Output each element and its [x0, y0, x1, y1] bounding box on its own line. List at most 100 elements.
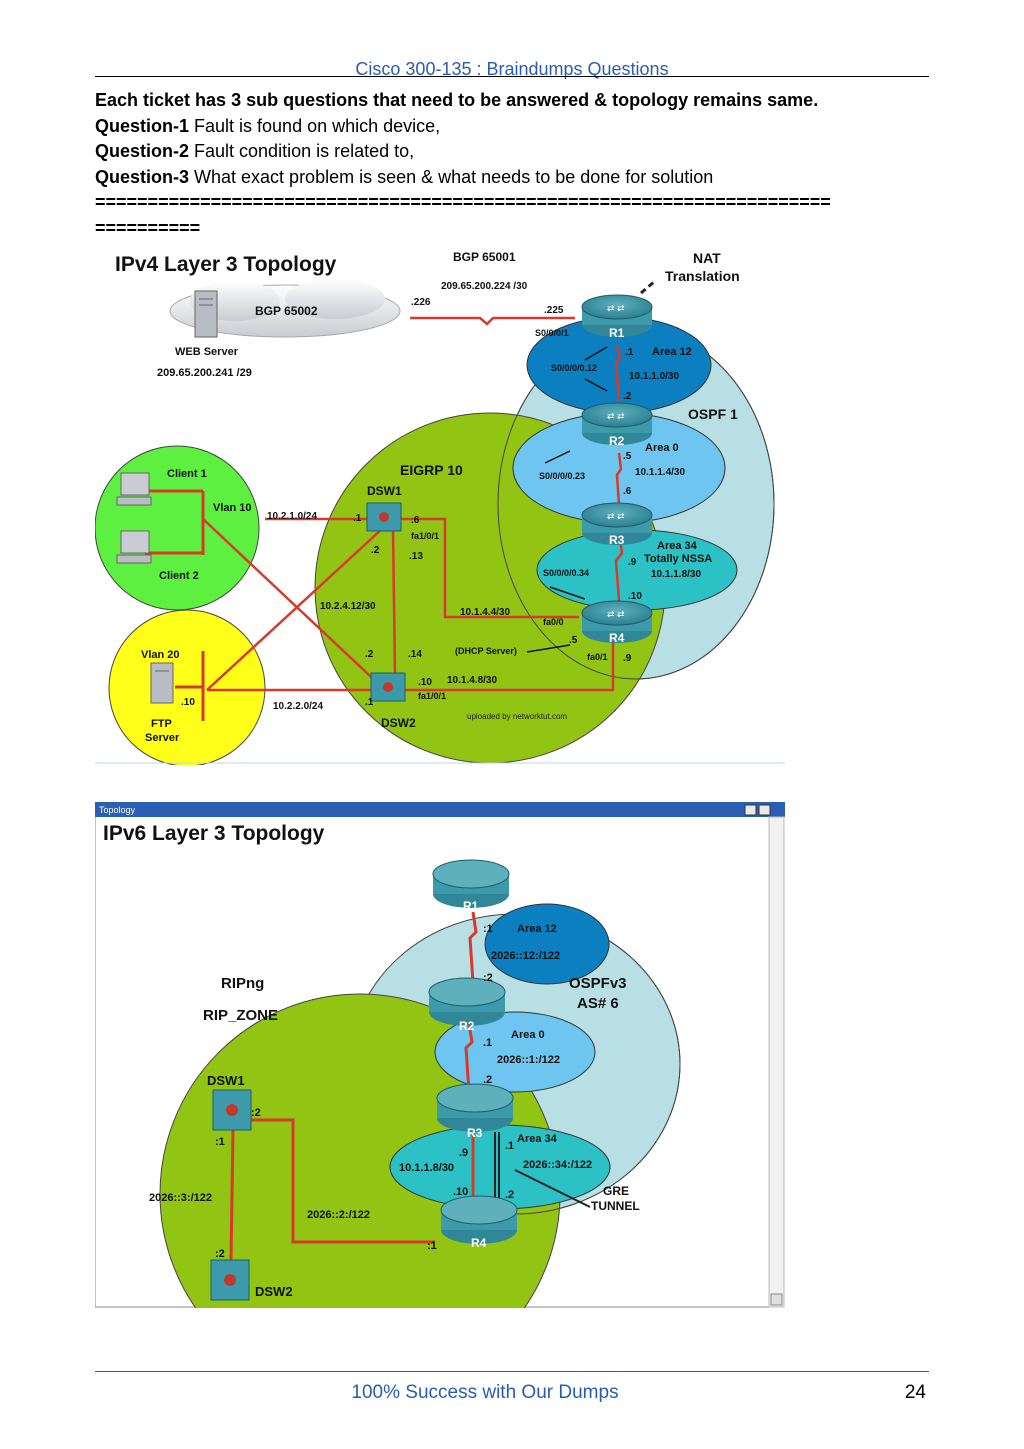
separator-line: ========================================… — [95, 192, 831, 213]
dsw1-dot6: .6 — [411, 515, 420, 526]
svg-text:⇄ ⇄: ⇄ ⇄ — [607, 511, 625, 521]
r2-dot2: .2 — [623, 391, 632, 402]
question-3-text: What exact problem is seen & what needs … — [189, 166, 714, 187]
window-scrollbar[interactable] — [768, 816, 785, 1308]
r4-colon1: :1 — [427, 1240, 437, 1252]
ipv4-topology-diagram: ⇄ ⇄ ⇄ ⇄ ⇄ ⇄ ⇄ ⇄ — [95, 243, 785, 765]
svg-text:⇄ ⇄: ⇄ ⇄ — [607, 609, 625, 619]
question-1-label: Question-1 — [95, 115, 190, 136]
intro-heading: Each ticket has 3 sub questions that nee… — [95, 90, 819, 110]
s0001-label: S0/0/0/1 — [535, 328, 569, 338]
r4-label: R4 — [609, 631, 625, 645]
ftp-server-label: Server — [145, 732, 180, 744]
dsw2-label: DSW2 — [381, 716, 416, 730]
r2-label: R2 — [609, 434, 625, 448]
area0-network-v6: 2026::1:/122 — [497, 1054, 560, 1066]
dsw1-label: DSW1 — [367, 484, 402, 498]
dsw1-fa101: fa1/0/1 — [411, 531, 439, 541]
page-header: Cisco 300-135 : Braindumps Questions — [355, 59, 669, 79]
area12-label: Area 12 — [652, 346, 692, 358]
svg-text:⇄ ⇄: ⇄ ⇄ — [607, 303, 625, 313]
area12-label-v6: Area 12 — [517, 923, 557, 935]
dhcp-label: (DHCP Server) — [455, 646, 517, 656]
client2-pc-icon — [116, 530, 152, 564]
question-2-label: Question-2 — [95, 141, 190, 162]
s00023-label: S0/0/0/0.23 — [539, 471, 585, 481]
r3-dot2-v6: .2 — [483, 1074, 492, 1086]
area0-label: Area 0 — [645, 442, 679, 454]
r1-label-v6: R1 — [463, 899, 479, 913]
credit-label: uploaded by networktut.com — [467, 712, 567, 721]
router-r3: ⇄ ⇄ — [581, 502, 653, 545]
intro-text: Each ticket has 3 sub questions that nee… — [95, 88, 935, 242]
maximize-button[interactable] — [758, 804, 771, 816]
dsw2-label-v6: DSW2 — [255, 1284, 293, 1299]
header-rule — [95, 76, 929, 77]
dsw1-colon1: :1 — [215, 1136, 225, 1148]
web-server-label: WEB Server — [175, 346, 239, 358]
router-r2-v6 — [428, 977, 506, 1026]
ftp-server-icon — [150, 662, 174, 704]
tunnel-label: TUNNEL — [591, 1199, 640, 1213]
net-10-2-4-12: 10.2.4.12/30 — [320, 601, 376, 612]
question-2: Question-2 Fault condition is related to… — [95, 139, 935, 165]
area0-zone-v6 — [434, 1011, 596, 1093]
net-2026-3: 2026::3:/122 — [149, 1192, 212, 1204]
s00034-label: S0/0/0/0.34 — [543, 568, 589, 578]
intro-line: Each ticket has 3 sub questions that nee… — [95, 88, 935, 114]
area12-zone-v6 — [484, 903, 610, 985]
switch-dsw1 — [366, 502, 402, 532]
router-r3-v6 — [436, 1083, 514, 1132]
nat-translation-label: Translation — [665, 268, 740, 284]
rip-zone-label: RIP_ZONE — [203, 1007, 278, 1024]
web-server-ip: 209.65.200.241 /29 — [157, 367, 252, 379]
area34-label: Area 34 — [657, 540, 698, 552]
dsw1-dot2: .2 — [371, 545, 380, 556]
dsw2-dot10: .10 — [418, 677, 432, 688]
area34-label-v6: Area 34 — [517, 1133, 558, 1145]
s00012-label: S0/0/0/0.12 — [551, 363, 597, 373]
question-1-text: Fault is found on which device, — [189, 115, 441, 136]
separator-line-2: ========== — [95, 217, 201, 238]
switch-dsw2 — [370, 672, 406, 702]
ospf1-label: OSPF 1 — [688, 406, 738, 422]
gre-label: GRE — [603, 1184, 629, 1198]
ftp-label: FTP — [151, 718, 172, 730]
dsw1-label-v6: DSW1 — [207, 1073, 245, 1088]
svg-text:⇄ ⇄: ⇄ ⇄ — [607, 411, 625, 421]
eigrp-label: EIGRP 10 — [400, 462, 463, 478]
dsw1-dot1: .1 — [353, 513, 362, 524]
bgp65002-label: BGP 65002 — [255, 304, 318, 318]
gre-network: 10.1.1.8/30 — [399, 1162, 454, 1174]
ripng-label: RIPng — [221, 975, 264, 992]
net-10-1-4-8: 10.1.4.8/30 — [447, 675, 497, 686]
ip-226: .226 — [411, 297, 431, 308]
dsw1-dot13: .13 — [409, 551, 423, 562]
scroll-down-button[interactable] — [770, 1293, 783, 1306]
area0-network: 10.1.1.4/30 — [635, 467, 685, 478]
r3-dot9-v6: .9 — [459, 1147, 468, 1159]
r2-dot1-v6: .1 — [483, 1037, 492, 1049]
dsw1-colon2: :2 — [251, 1107, 261, 1119]
ipv6-topology-window: Topology — [95, 802, 785, 1308]
area34-network-v6: 2026::34:/122 — [523, 1159, 592, 1171]
r4-dot10: .10 — [628, 591, 642, 602]
ftp-dot10: .10 — [181, 697, 195, 708]
window-titlebar — [95, 802, 785, 817]
dsw2-dot2: .2 — [365, 649, 374, 660]
footer-text: 100% Success with Our Dumps — [351, 1382, 619, 1403]
ip-225: .225 — [544, 305, 564, 316]
footer-rule — [95, 1371, 929, 1372]
vlan20-label: Vlan 20 — [141, 649, 180, 661]
links — [202, 316, 624, 692]
question-2-text: Fault condition is related to, — [189, 141, 415, 162]
area34-network: 10.1.1.8/30 — [651, 569, 701, 580]
bgp65001-label: BGP 65001 — [453, 250, 516, 264]
router-r4-v6 — [440, 1195, 518, 1244]
client2-label: Client 2 — [159, 570, 199, 582]
switch-dsw1-v6 — [212, 1089, 252, 1131]
client1-label: Client 1 — [167, 468, 207, 480]
minimize-button[interactable] — [744, 804, 757, 816]
web-server-icon — [194, 290, 218, 338]
nat-label: NAT — [693, 250, 721, 266]
